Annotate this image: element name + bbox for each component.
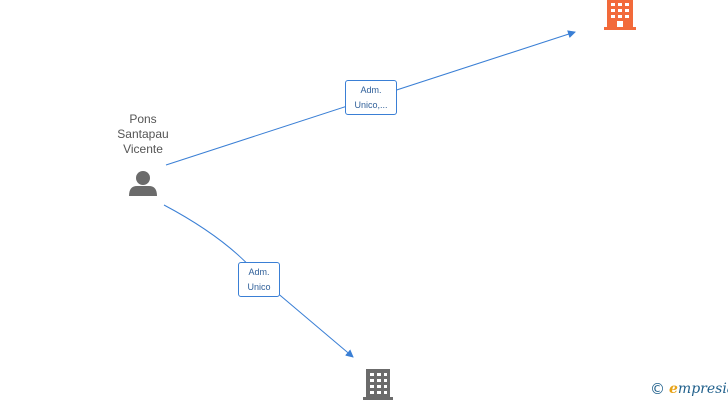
copyright-symbol: © [650, 380, 665, 398]
brand-logo: © empresia [650, 380, 728, 398]
building-icon[interactable] [604, 0, 636, 30]
building-icon[interactable] [363, 369, 393, 400]
relation-label-line: Adm. [248, 267, 270, 277]
brand-name-rest: mpresia [677, 381, 728, 397]
person-icon[interactable] [129, 171, 157, 196]
relation-label[interactable]: Adm. Unico,... [345, 80, 397, 115]
relation-label[interactable]: Adm. Unico [238, 262, 280, 297]
person-name[interactable]: Pons Santapau Vicente [93, 112, 193, 157]
brand-initial: e [669, 381, 678, 397]
brand-name: empresia [669, 381, 728, 397]
relation-label-line: Unico [247, 282, 271, 292]
person-name-line: Pons [129, 112, 157, 126]
relation-label-line: Unico,... [354, 100, 388, 110]
relation-label-line: Adm. [360, 85, 382, 95]
person-name-line: Vicente [123, 142, 163, 156]
person-name-line: Santapau [117, 127, 169, 141]
